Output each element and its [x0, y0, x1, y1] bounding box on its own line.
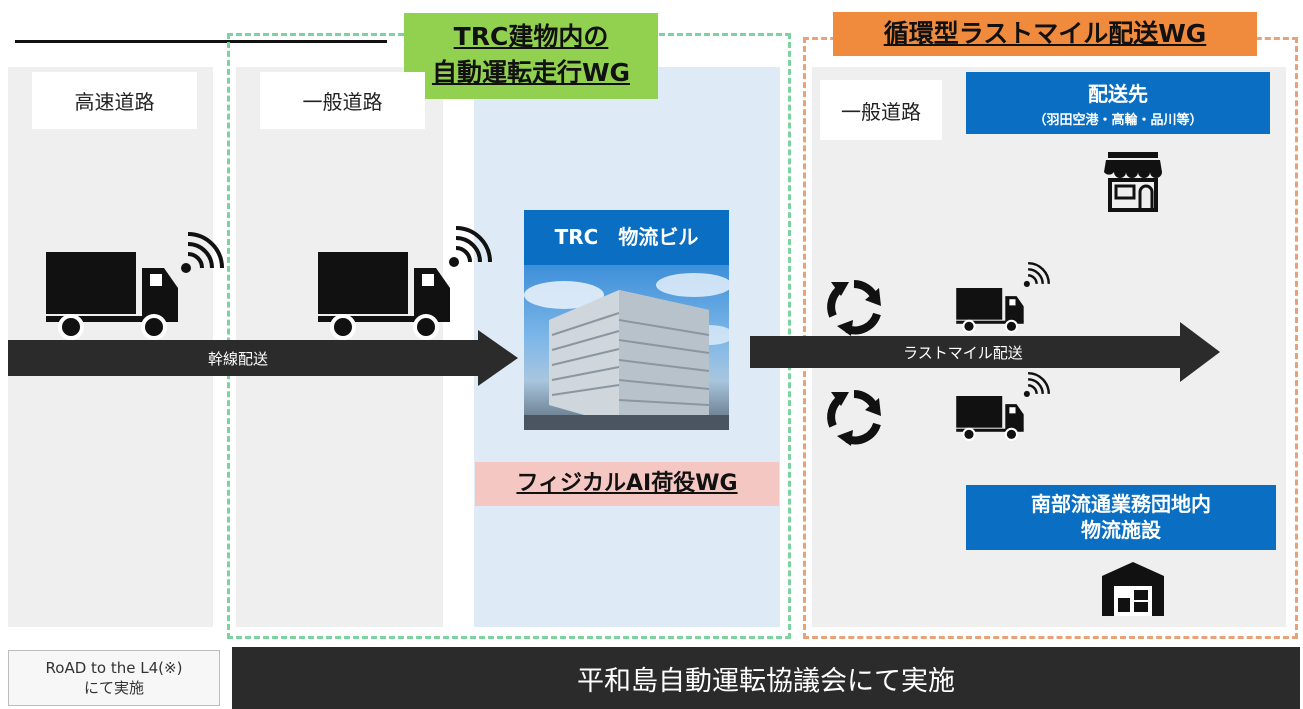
- general-road-label-2: 一般道路: [820, 80, 942, 140]
- building-label: TRC 物流ビル: [524, 210, 729, 265]
- signal-icon: [1023, 262, 1050, 287]
- expressway-label: 高速道路: [32, 72, 197, 129]
- truck-icon: [956, 288, 1024, 333]
- building-label-text: TRC 物流ビル: [554, 225, 699, 249]
- last-mile-arrow-label: ラストマイル配送: [903, 344, 1023, 362]
- store-icon: [1104, 152, 1162, 212]
- footer-left-line1: RoAD to the L4(※): [45, 659, 183, 677]
- general-road-label-1: 一般道路: [260, 72, 425, 129]
- general-road-label-2-text: 一般道路: [841, 99, 921, 124]
- trunk-arrow: [8, 330, 518, 386]
- last-mile-wg-title: 循環型ラストマイル配送WG: [833, 12, 1257, 56]
- facility-label: 南部流通業務団地内 物流施設: [966, 485, 1276, 550]
- destination-title: 配送先: [1088, 82, 1148, 106]
- footer-left-line2: にて実施: [83, 679, 144, 697]
- trc-wg-title: TRC建物内の 自動運転走行WG: [404, 13, 658, 99]
- truck-icon: [318, 252, 450, 340]
- footer-left-box: RoAD to the L4(※) にて実施: [8, 650, 220, 706]
- destination-subtitle: （羽田空港・高輪・品川等）: [1033, 113, 1203, 128]
- last-mile-arrow: [750, 322, 1220, 382]
- top-rule: [15, 40, 387, 43]
- footer-main-text: 平和島自動運転協議会にて実施: [577, 665, 955, 697]
- signal-icon: [1023, 372, 1050, 397]
- facility-line1: 南部流通業務団地内: [1031, 492, 1211, 516]
- trunk-arrow-label: 幹線配送: [208, 350, 269, 368]
- general-road-label-1-text: 一般道路: [302, 90, 383, 114]
- destination-label: 配送先 （羽田空港・高輪・品川等）: [966, 72, 1270, 134]
- truck-icon: [956, 396, 1024, 441]
- trc-wg-title-line2: 自動運転走行WG: [431, 58, 631, 87]
- cycle-icon: [827, 390, 881, 446]
- warehouse-icon: [1102, 562, 1164, 616]
- signal-icon: [449, 226, 492, 267]
- expressway-label-text: 高速道路: [74, 90, 155, 114]
- truck-icon: [46, 252, 178, 340]
- footer-main-bar: 平和島自動運転協議会にて実施: [232, 647, 1300, 709]
- facility-line2: 物流施設: [1081, 518, 1161, 542]
- physical-ai-wg-title-text: フィジカルAI荷役WG: [516, 471, 738, 496]
- signal-icon: [181, 232, 224, 273]
- trc-wg-title-line1: TRC建物内の: [453, 22, 609, 51]
- last-mile-wg-title-text: 循環型ラストマイル配送WG: [883, 19, 1207, 48]
- building-photo: [524, 265, 729, 430]
- physical-ai-wg-title: フィジカルAI荷役WG: [475, 462, 779, 506]
- cycle-icon: [827, 280, 881, 336]
